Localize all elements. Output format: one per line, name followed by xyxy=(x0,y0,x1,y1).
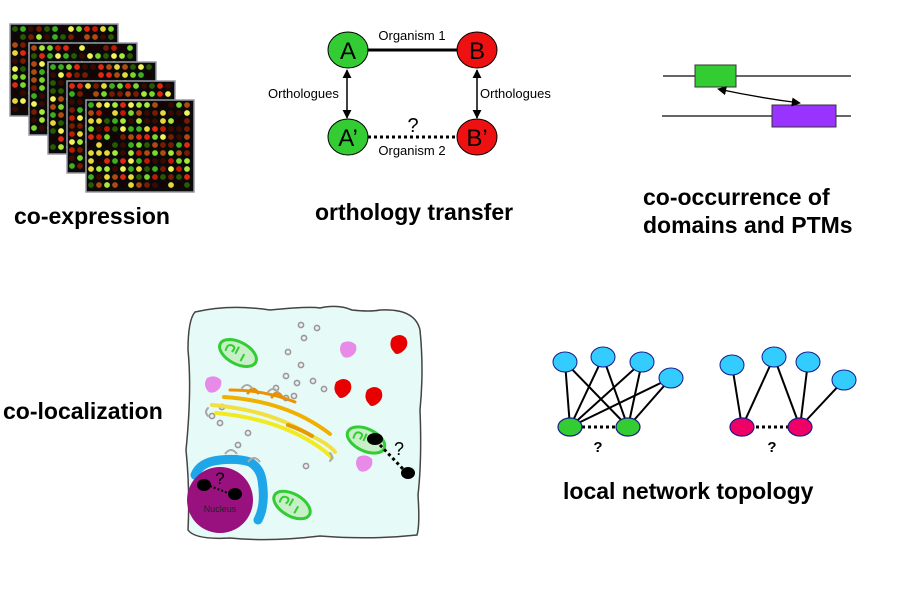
organism2-label: Organism 2 xyxy=(378,143,445,158)
orthologues-right-label: Orthologues xyxy=(480,86,551,101)
vesicle-dot xyxy=(208,412,216,420)
organism1-label: Organism 1 xyxy=(378,28,445,43)
network-edge xyxy=(564,361,571,428)
unknown-interaction-label: ? xyxy=(407,115,418,137)
mito-unknown-label: ? xyxy=(394,439,404,459)
vesicle-dot xyxy=(309,377,317,385)
golgi-apparatus xyxy=(205,384,337,462)
network-diagram: ? ? xyxy=(552,346,857,456)
orthologues-left-label: Orthologues xyxy=(268,86,339,101)
query-node xyxy=(729,417,755,437)
domain-purple xyxy=(771,104,837,128)
orthology-title: orthology transfer xyxy=(315,199,514,225)
pink-vesicles xyxy=(205,341,373,472)
coexpression-panel: co-expression xyxy=(0,0,200,240)
domain-green xyxy=(694,64,737,88)
vesicle-dot xyxy=(244,429,252,437)
svg-text:A’: A’ xyxy=(338,125,358,152)
coexpression-title: co-expression xyxy=(14,203,170,229)
vesicle-dot xyxy=(313,324,321,332)
cell-diagram: ? Nucleus ? xyxy=(185,305,423,541)
network-edge xyxy=(564,361,629,428)
cooccurrence-title-line1: co-occurrence of xyxy=(643,184,830,210)
orthology-panel: A B A’ B’ Organism 1 Organism 2 Ortholog… xyxy=(260,20,570,230)
query-node xyxy=(615,417,641,437)
svg-text:B: B xyxy=(469,38,485,65)
mito-protein-interaction: ? xyxy=(367,433,415,479)
nucleus: ? Nucleus xyxy=(187,467,253,533)
er-vesicle-2 xyxy=(247,457,261,463)
query-node xyxy=(787,417,813,437)
neighbor-node xyxy=(629,351,655,373)
network-edge xyxy=(602,356,629,428)
colocalization-title: co-localization xyxy=(3,398,163,424)
vesicle-dot xyxy=(293,379,301,387)
vesicle-dot xyxy=(290,392,298,400)
network-edge xyxy=(773,356,801,428)
neighbor-node xyxy=(761,346,787,368)
vesicle-dot xyxy=(284,348,292,356)
node-b: B xyxy=(456,31,498,69)
vesicle-dot xyxy=(234,441,242,449)
neighbor-node xyxy=(552,351,578,373)
network-edge xyxy=(569,356,604,428)
cooccurrence-title-line2: domains and PTMs xyxy=(643,212,853,238)
vesicle-dot xyxy=(297,361,305,369)
network-title: local network topology xyxy=(563,478,814,504)
er-vesicle-1 xyxy=(224,449,238,455)
microarray-slide xyxy=(85,99,195,193)
network-edge xyxy=(741,356,775,428)
svg-text:A: A xyxy=(340,38,356,65)
colocalization-panel: ? Nucleus ? xyxy=(170,290,430,550)
svg-text:B’: B’ xyxy=(466,125,487,152)
neighbor-node xyxy=(658,367,684,389)
neighbor-node xyxy=(719,354,745,376)
node-a: A xyxy=(327,31,369,69)
vesicle-dot xyxy=(302,462,310,470)
orthology-diagram: A B A’ B’ Organism 1 Organism 2 Ortholog… xyxy=(268,28,551,158)
domain-diagram xyxy=(662,64,851,128)
query-node xyxy=(557,417,583,437)
mitochondrion-1 xyxy=(218,337,258,369)
microarray-stack-image xyxy=(9,23,195,193)
neighbor-node xyxy=(590,346,616,368)
nucleus-label: Nucleus xyxy=(204,504,237,514)
network-edge xyxy=(569,361,643,428)
vesicle-dot xyxy=(282,372,290,380)
cooccurrence-arrow xyxy=(717,86,801,107)
mitochondrion-3 xyxy=(272,489,312,521)
node-a-prime: A’ xyxy=(327,118,369,156)
vesicle-dot xyxy=(297,321,305,329)
right-unknown-label: ? xyxy=(767,439,776,456)
vesicle-dot xyxy=(320,385,328,393)
vesicle-dot xyxy=(216,419,224,427)
vesicle-dot xyxy=(300,334,308,342)
neighbor-node xyxy=(795,351,821,373)
network-panel: ? ? local network topology xyxy=(530,330,870,510)
nucleus-unknown-label: ? xyxy=(215,469,224,488)
cooccurrence-panel: co-occurrence of domains and PTMs xyxy=(600,40,890,240)
left-unknown-label: ? xyxy=(593,439,602,456)
network-edge xyxy=(799,361,809,428)
endoplasmic-reticulum xyxy=(190,454,268,525)
network-edge xyxy=(569,377,672,428)
neighbor-node xyxy=(831,369,857,391)
node-b-prime: B’ xyxy=(456,118,498,156)
red-vesicles xyxy=(334,335,408,406)
